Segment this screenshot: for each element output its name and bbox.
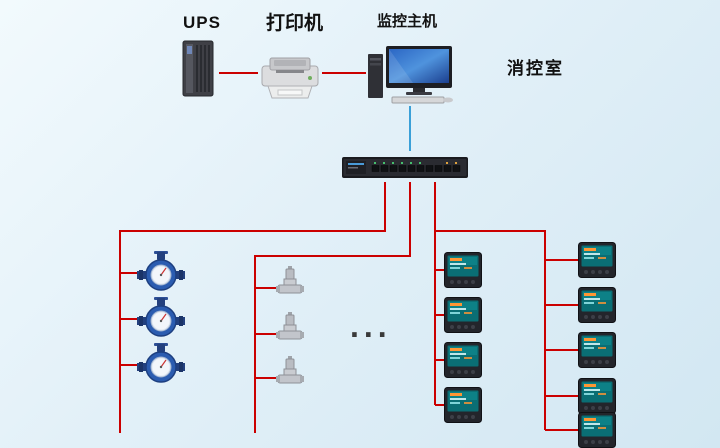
- power-meter-icon: [444, 297, 482, 333]
- valve-icon: [276, 356, 304, 388]
- power-meter-icon: [578, 412, 616, 448]
- monitor-host-label: 监控主机: [377, 13, 438, 30]
- power-meter-icon: [578, 332, 616, 368]
- ups-tower-icon: [176, 38, 220, 98]
- printer-icon: [258, 54, 322, 102]
- control-room-label: 消控室: [507, 59, 564, 78]
- power-meter-icon: [578, 287, 616, 323]
- power-meter-icon: [444, 387, 482, 423]
- power-meter-icon: [444, 252, 482, 288]
- valve-icon: [276, 312, 304, 344]
- valve-icon: [276, 266, 304, 298]
- water-meter-icon: [137, 297, 185, 341]
- power-meter-icon: [578, 378, 616, 414]
- water-meter-icon: [137, 251, 185, 295]
- power-meter-icon: [578, 242, 616, 278]
- ellipsis-label: ...: [350, 308, 392, 344]
- printer-label: 打印机: [266, 13, 324, 34]
- ups-label: UPS: [183, 13, 221, 32]
- red-topology-lines: [119, 72, 580, 433]
- network-switch-icon: [342, 152, 468, 182]
- monitor-host-icon: [366, 46, 454, 104]
- power-meter-icon: [444, 342, 482, 378]
- water-meter-icon: [137, 343, 185, 387]
